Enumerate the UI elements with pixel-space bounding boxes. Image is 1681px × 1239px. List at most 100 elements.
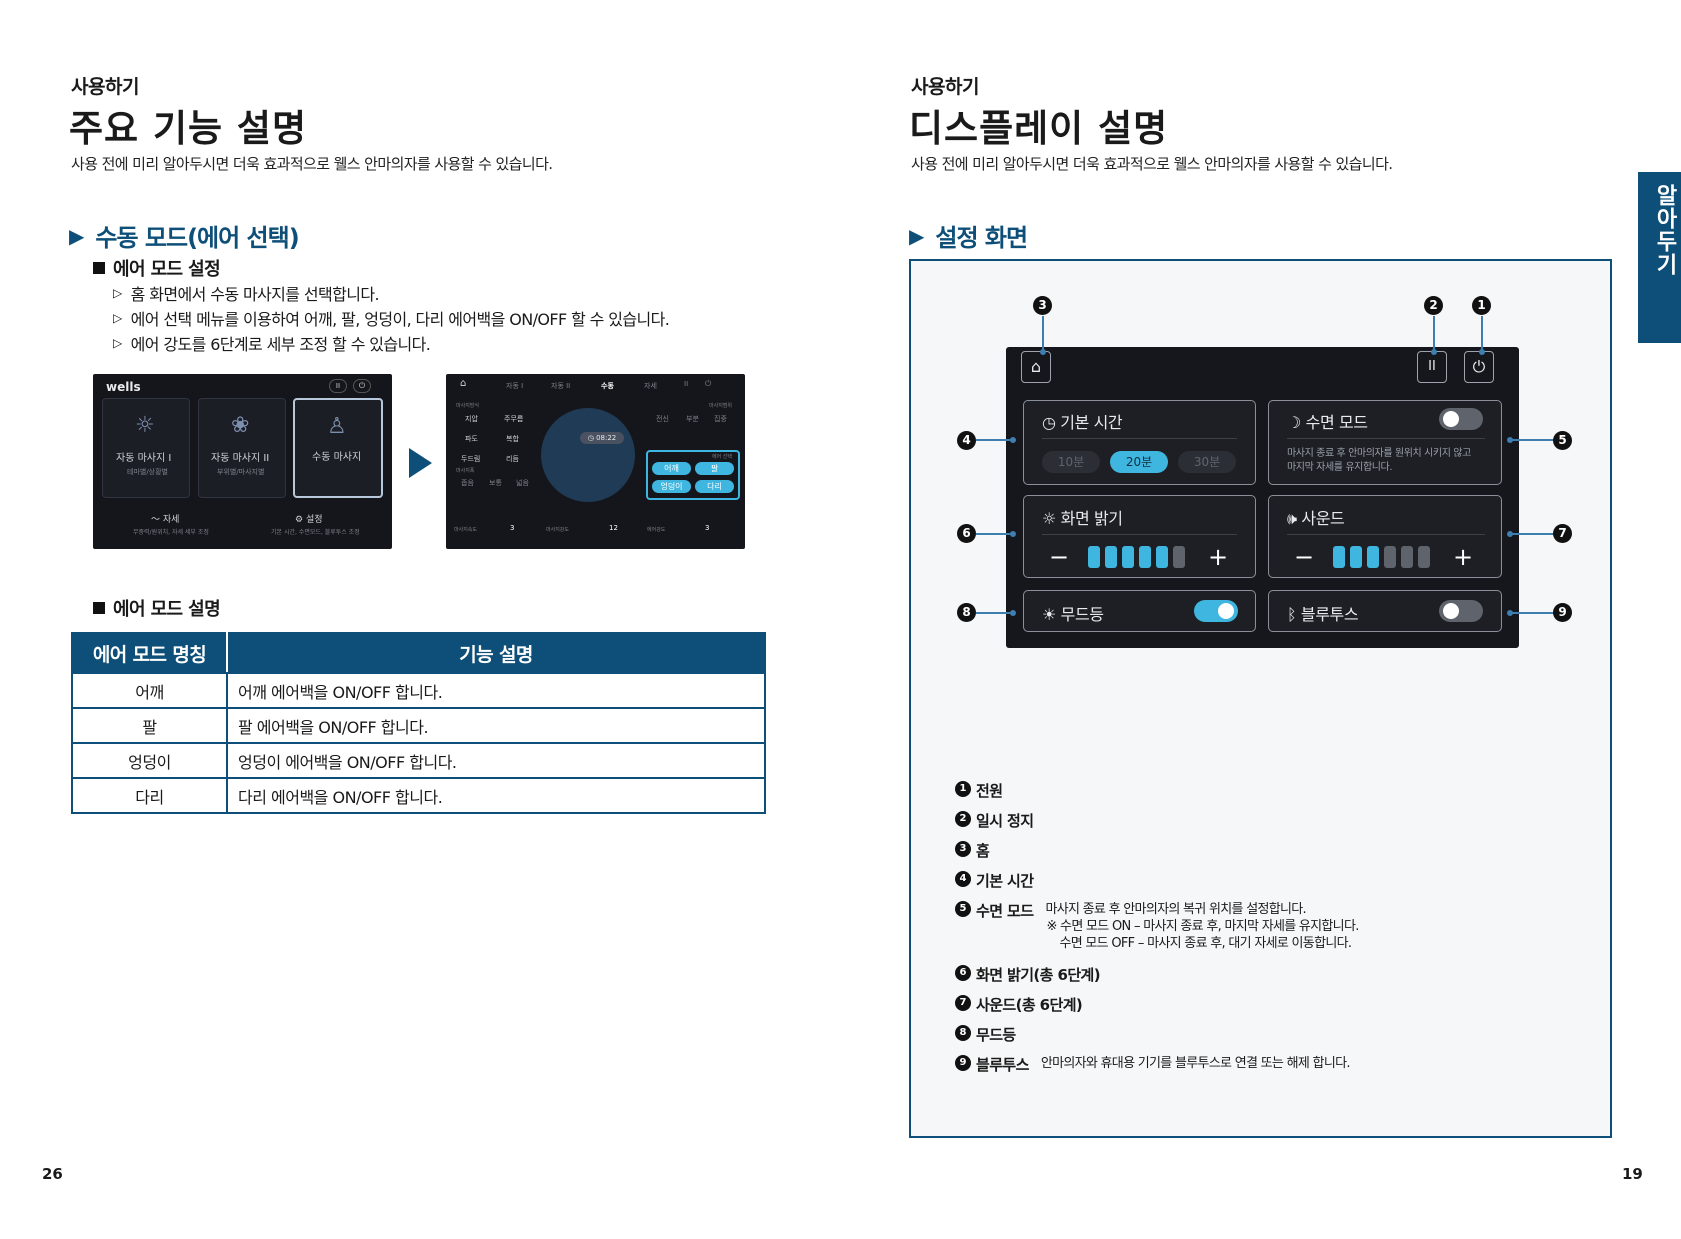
tile-sleep-mode: ☽ 수면 모드 마사지 종료 후 안마의자를 원위치 시키지 않고 마지막 자세… <box>1268 400 1502 485</box>
strength-value: 12 <box>609 524 618 532</box>
legend-number: 8 <box>955 1025 971 1041</box>
toggle-knob <box>1443 603 1459 619</box>
manual-screen-screenshot: ⌂ 자동 I 자동 II 수동 자세 II ⏻ 마사지방식 지압 주무름 파도 … <box>446 374 745 549</box>
settings-label: ⚙ 설정 <box>295 515 323 525</box>
leader-dot <box>1431 349 1437 355</box>
legend-item: 6 화면 밝기(총 6단계) <box>955 964 1101 985</box>
method-item: 두드림 <box>461 455 481 463</box>
time-option-30[interactable]: 30분 <box>1178 451 1236 473</box>
arrow-right-icon <box>409 448 432 478</box>
divider <box>1042 534 1237 535</box>
range-item: 전신 <box>656 415 669 423</box>
card-label: 자동 마사지 II <box>211 453 270 464</box>
air-button-arm: 팔 <box>695 462 734 475</box>
right-intro: 사용 전에 미리 알아두시면 더욱 효과적으로 웰스 안마의자를 사용할 수 있… <box>911 155 1393 173</box>
legend-title: 무드등 <box>976 1026 1016 1044</box>
legend-item: 7 사운드(총 6단계) <box>955 994 1083 1015</box>
power-icon: ⏻ <box>1464 351 1494 383</box>
sleep-mode-toggle[interactable] <box>1439 408 1483 430</box>
callout-3: 3 <box>1033 296 1052 315</box>
width-item: 좁음 <box>461 479 474 487</box>
leader-line <box>1510 439 1554 441</box>
side-tab-label: 알아두기 <box>1652 184 1677 276</box>
legend-title: 전원 <box>976 782 1003 800</box>
level-segment <box>1156 546 1168 568</box>
range-label: 마사지범위 <box>709 403 733 409</box>
sound-plus-button[interactable]: + <box>1453 543 1474 571</box>
pause-icon: II <box>1417 351 1447 383</box>
sub-title-air-desc: 에어 모드 설명 <box>93 595 221 621</box>
air-select-box: 에어 선택 어깨 팔 엉덩이 다리 <box>646 450 740 500</box>
leader-line <box>976 439 1014 441</box>
triangle-icon: ▶ <box>69 223 84 248</box>
brightness-minus-button[interactable]: − <box>1049 543 1070 571</box>
leader-dot <box>1507 437 1513 443</box>
legend-note: ※ 수면 모드 ON – 마사지 종료 후, 마지막 자세를 유지합니다. <box>1046 919 1359 934</box>
mood-light-title: ☀ 무드등 <box>1042 605 1104 624</box>
table-cell-name: 엉덩이 <box>71 742 228 779</box>
right-section-title: ▶ 설정 화면 <box>909 218 1028 253</box>
legend-title: 기본 시간 <box>976 872 1034 890</box>
toggle-knob <box>1218 603 1234 619</box>
method-item: 파도 <box>465 435 478 443</box>
list-item: ▷홈 화면에서 수동 마사지를 선택합니다. <box>113 280 669 305</box>
level-segment <box>1105 546 1117 568</box>
sleep-mode-desc: 마사지 종료 후 안마의자를 원위치 시키지 않고 마지막 자세를 유지합니다. <box>1287 447 1471 475</box>
brightness-level-bar[interactable] <box>1088 546 1190 568</box>
basic-time-title-text: 기본 시간 <box>1060 413 1123 432</box>
home-icon: ⌂ <box>1021 351 1051 383</box>
sleep-mode-title: ☽ 수면 모드 <box>1287 413 1368 432</box>
legend-title: 홈 <box>976 842 990 860</box>
table-header-name: 에어 모드 명칭 <box>71 632 228 674</box>
callout-4: 4 <box>957 431 976 450</box>
list-item-text: 에어 강도를 6단계로 세부 조정 할 수 있습니다. <box>130 334 431 354</box>
leader-dot <box>1507 531 1513 537</box>
chair-figure <box>541 408 635 502</box>
bluetooth-title: ᛒ 블루투스 <box>1287 605 1359 624</box>
legend-number: 5 <box>955 901 971 917</box>
left-section-title: ▶ 수동 모드(에어 선택) <box>69 218 300 253</box>
level-segment <box>1350 546 1362 568</box>
callout-9: 9 <box>1553 603 1572 622</box>
legend-number: 3 <box>955 841 971 857</box>
lotus-icon: ❀ <box>231 413 250 438</box>
width-item: 보통 <box>489 479 502 487</box>
bluetooth-toggle[interactable] <box>1439 600 1483 622</box>
right-kicker: 사용하기 <box>911 76 979 98</box>
settings-sub: 기본 시간, 수면모드, 블루투스 조정 <box>271 529 360 536</box>
tile-sound: 🕪 사운드 − + <box>1268 495 1502 578</box>
table-cell-name: 어깨 <box>71 672 228 709</box>
home-screen-screenshot: wells II ⏻ ☼ 자동 마사지 I 테마별/상황별 ❀ 자동 마사지 I… <box>93 374 392 549</box>
time-option-20[interactable]: 20분 <box>1110 451 1168 473</box>
range-item: 집중 <box>714 415 727 423</box>
brightness-plus-button[interactable]: + <box>1208 543 1229 571</box>
legend-number: 1 <box>955 781 971 797</box>
card-auto-massage-2: ❀ 자동 마사지 II 부위별/마사지별 <box>198 398 286 498</box>
speed-value: 3 <box>510 524 515 532</box>
sound-title: 🕪 사운드 <box>1287 509 1345 528</box>
mood-light-toggle[interactable] <box>1194 600 1238 622</box>
sound-level-bar[interactable] <box>1333 546 1435 568</box>
leader-dot <box>1507 610 1513 616</box>
leader-line <box>976 612 1014 614</box>
method-item: 복합 <box>506 435 519 443</box>
right-section-label: 설정 화면 <box>935 224 1028 252</box>
tab-manual: 수동 <box>601 382 614 390</box>
right-page-number: 19 <box>1622 1165 1643 1183</box>
legend-desc: 안마의자와 휴대용 기기를 블루투스로 연결 또는 해제 합니다. <box>1040 1056 1351 1071</box>
legend-title: 화면 밝기(총 6단계) <box>976 966 1101 984</box>
card-sub: 부위별/마사지별 <box>217 468 265 476</box>
tile-bluetooth: ᛒ 블루투스 <box>1268 590 1502 632</box>
legend-title: 블루투스 <box>976 1056 1029 1074</box>
timer-value: 08:22 <box>596 434 617 442</box>
right-page-title: 디스플레이 설명 <box>909 107 1169 150</box>
table-header-row: 에어 모드 명칭 기능 설명 <box>71 632 766 674</box>
time-option-10[interactable]: 10분 <box>1042 451 1100 473</box>
home-icon: ⌂ <box>460 378 467 389</box>
list-item-text: 홈 화면에서 수동 마사지를 선택합니다. <box>130 284 380 304</box>
callout-1: 1 <box>1472 296 1491 315</box>
tab-posture: 자세 <box>644 382 657 390</box>
leader-line <box>1433 316 1435 352</box>
sound-minus-button[interactable]: − <box>1294 543 1315 571</box>
legend-item: 2 일시 정지 <box>955 810 1034 831</box>
